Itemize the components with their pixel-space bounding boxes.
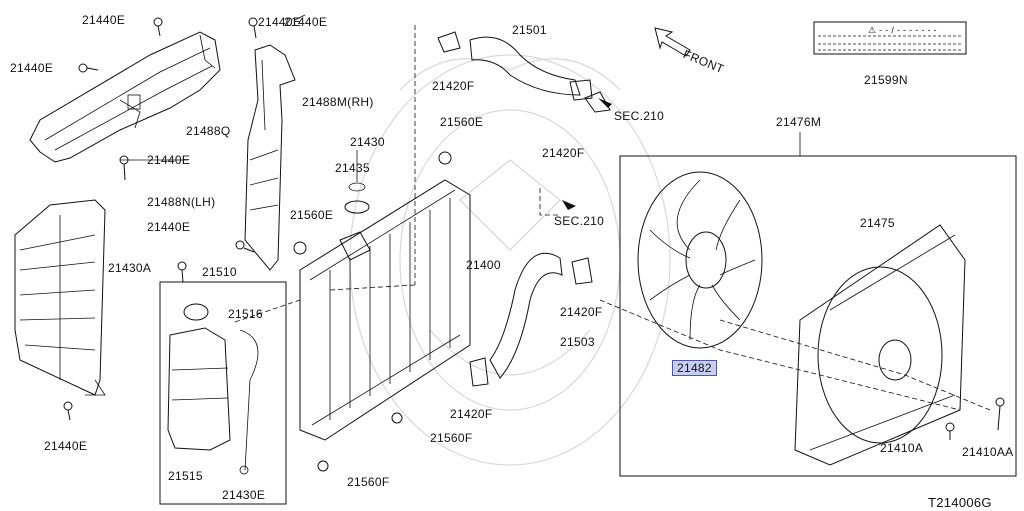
- part-label[interactable]: 21516: [228, 307, 263, 321]
- part-label[interactable]: 21440E: [284, 15, 328, 29]
- part-label[interactable]: SEC.210: [614, 109, 665, 123]
- fan-motor-assembly: [619, 132, 1017, 477]
- part-label[interactable]: 21430: [350, 135, 385, 149]
- part-label[interactable]: 21440E: [147, 220, 191, 234]
- air-guide-upper: [29, 31, 221, 163]
- part-label[interactable]: 21440E: [10, 61, 54, 75]
- lower-hose: [469, 252, 593, 387]
- part-label[interactable]: 21510: [202, 265, 237, 279]
- upper-hose: [437, 31, 611, 113]
- air-guide-left: [14, 199, 106, 396]
- radiator: [293, 151, 471, 472]
- part-label[interactable]: 21475: [860, 216, 895, 230]
- reservoir-assembly: [159, 281, 287, 505]
- part-label[interactable]: 21560E: [440, 115, 484, 129]
- bolts: [63, 17, 1005, 440]
- part-label[interactable]: 21440E: [44, 439, 88, 453]
- part-label[interactable]: 21476M: [776, 115, 822, 129]
- warning-label-text: ⚠ - - / - - - - - - -: [868, 25, 937, 35]
- part-label[interactable]: 21488Q: [186, 124, 231, 138]
- watermark: [349, 54, 671, 466]
- part-label[interactable]: 21501: [512, 23, 547, 37]
- air-guide-right: [244, 44, 296, 271]
- part-label[interactable]: 21420F: [450, 407, 493, 421]
- part-label[interactable]: 21420F: [560, 305, 603, 319]
- sec-arrows: [562, 98, 612, 210]
- part-label[interactable]: 21420F: [432, 79, 475, 93]
- part-label[interactable]: 21440E: [147, 153, 191, 167]
- part-label[interactable]: 21560F: [430, 431, 473, 445]
- part-label[interactable]: 21430E: [222, 488, 266, 502]
- part-label[interactable]: 21560F: [347, 475, 390, 489]
- part-label[interactable]: 21440E: [82, 13, 126, 27]
- diagram-id-code: T214006G: [928, 495, 992, 510]
- part-label[interactable]: 21435: [335, 161, 370, 175]
- part-label[interactable]: SEC.210: [554, 214, 605, 228]
- part-label[interactable]: 21488N(LH): [147, 195, 216, 209]
- part-label[interactable]: 21420F: [542, 146, 585, 160]
- part-label[interactable]: 21515: [168, 469, 203, 483]
- radiator-cap: [344, 150, 370, 214]
- part-label[interactable]: 21599N: [864, 73, 908, 87]
- leader-lines: [120, 14, 991, 411]
- part-label[interactable]: 21410AA: [962, 445, 1014, 459]
- part-label[interactable]: 21560E: [290, 208, 334, 222]
- part-label[interactable]: 21400: [466, 258, 501, 272]
- part-label[interactable]: 21430A: [108, 261, 152, 275]
- part-label-highlighted[interactable]: 21482: [672, 360, 717, 376]
- warning-label-box: [813, 21, 967, 55]
- part-label[interactable]: 21410A: [880, 441, 924, 455]
- front-arrow: [654, 27, 691, 57]
- part-label[interactable]: 21488M(RH): [302, 95, 374, 109]
- part-label[interactable]: 21440E: [258, 15, 302, 29]
- part-label[interactable]: 21503: [560, 335, 595, 349]
